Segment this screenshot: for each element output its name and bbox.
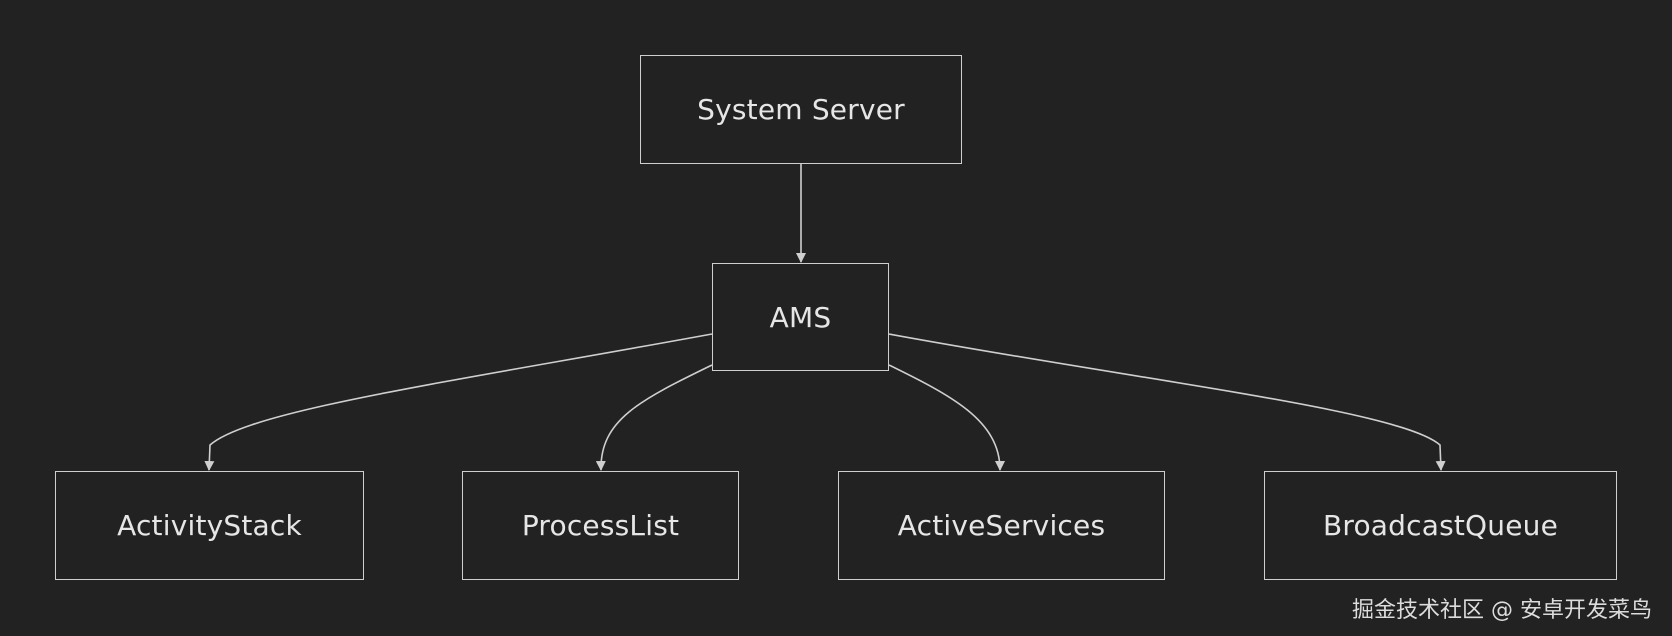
node-system-server: System Server [640, 55, 962, 164]
edge-ams-to-broadcastqueue [888, 333, 1446, 471]
node-activity-stack: ActivityStack [55, 471, 364, 580]
watermark-text: 掘金技术社区 @ 安卓开发菜鸟 [1352, 598, 1652, 623]
node-active-services: ActiveServices [838, 471, 1165, 580]
node-broadcast-queue: BroadcastQueue [1264, 471, 1617, 580]
edge-ams-to-activeservices [888, 364, 1005, 471]
edge-ams-to-processlist [595, 364, 713, 471]
node-ams: AMS [712, 263, 889, 371]
edge-ams-to-activitystack [204, 333, 713, 471]
node-process-list: ProcessList [462, 471, 739, 580]
